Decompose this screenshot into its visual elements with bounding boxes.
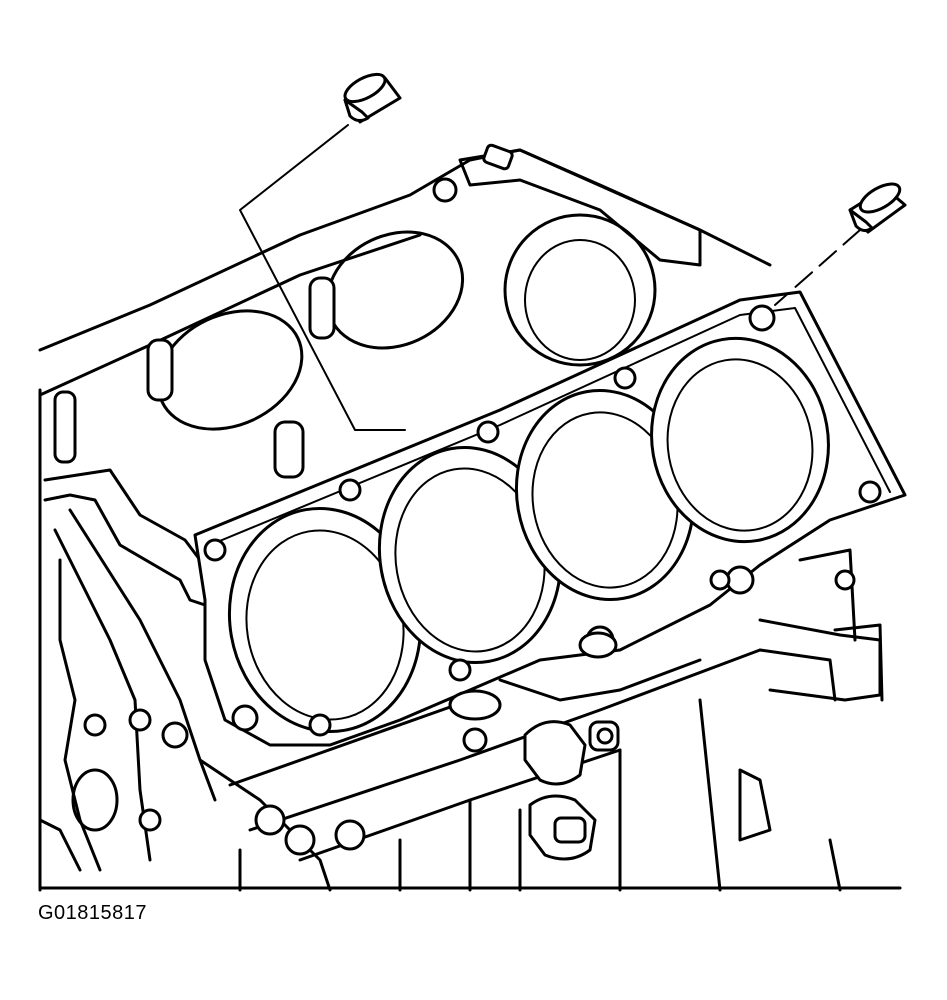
sensor-icon [528, 794, 597, 861]
dowel-pin-left [239, 72, 406, 431]
engine-block-gasket-diagram [38, 72, 907, 892]
figure-id-label: G01815817 [38, 902, 148, 924]
sensor-icon [523, 720, 620, 786]
dowel-pin-icon [848, 182, 907, 234]
dowel-pin-right [774, 182, 907, 306]
dowel-pin-icon [343, 72, 402, 124]
head-gasket-icon [193, 290, 907, 747]
engine-block-icon [38, 143, 902, 892]
